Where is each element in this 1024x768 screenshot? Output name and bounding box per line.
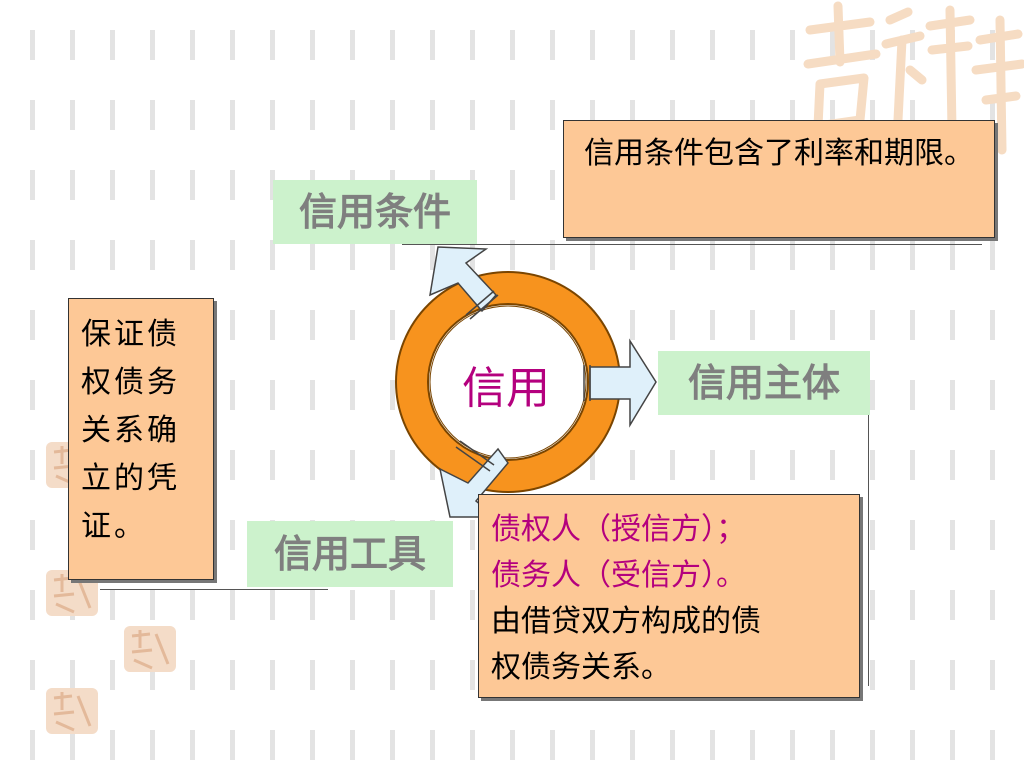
arrow-to-conditions	[429, 246, 499, 320]
note-credit-instrument: 保证债权债务关系确立的凭证。	[68, 298, 214, 580]
credit-cycle-diagram	[395, 246, 657, 518]
seal-stamp-icon	[46, 688, 98, 734]
connector-line-top	[402, 244, 982, 245]
note-subject-line-1: 债权人（授信方）；	[491, 512, 746, 547]
note-credit-subject: 债权人（授信方）； 债务人（受信方）。 由借贷双方构成的债 权债务关系。	[478, 494, 860, 698]
seal-stamp-icon	[124, 626, 176, 672]
note-credit-instrument-text: 保证债权债务关系确立的凭证。	[81, 317, 180, 544]
seal-stamp-icon	[46, 570, 98, 616]
arrow-to-subject	[583, 338, 657, 428]
note-credit-conditions-text: 信用条件包含了利率和期限。	[584, 136, 974, 171]
note-subject-line-3: 由借贷双方构成的债	[491, 604, 761, 639]
node-credit-instrument: 信用工具	[247, 521, 453, 587]
note-credit-conditions: 信用条件包含了利率和期限。	[563, 120, 995, 238]
note-subject-line-2: 债务人（受信方）。	[491, 558, 746, 593]
node-credit-conditions: 信用条件	[273, 180, 477, 244]
node-credit-subject: 信用主体	[658, 351, 870, 415]
arrow-to-instrument	[438, 440, 509, 518]
connector-line-right	[868, 356, 869, 686]
connector-line-bottom-left	[100, 589, 328, 590]
center-credit-text: 信用	[462, 363, 550, 414]
note-subject-line-4: 权债务关系。	[491, 650, 671, 685]
